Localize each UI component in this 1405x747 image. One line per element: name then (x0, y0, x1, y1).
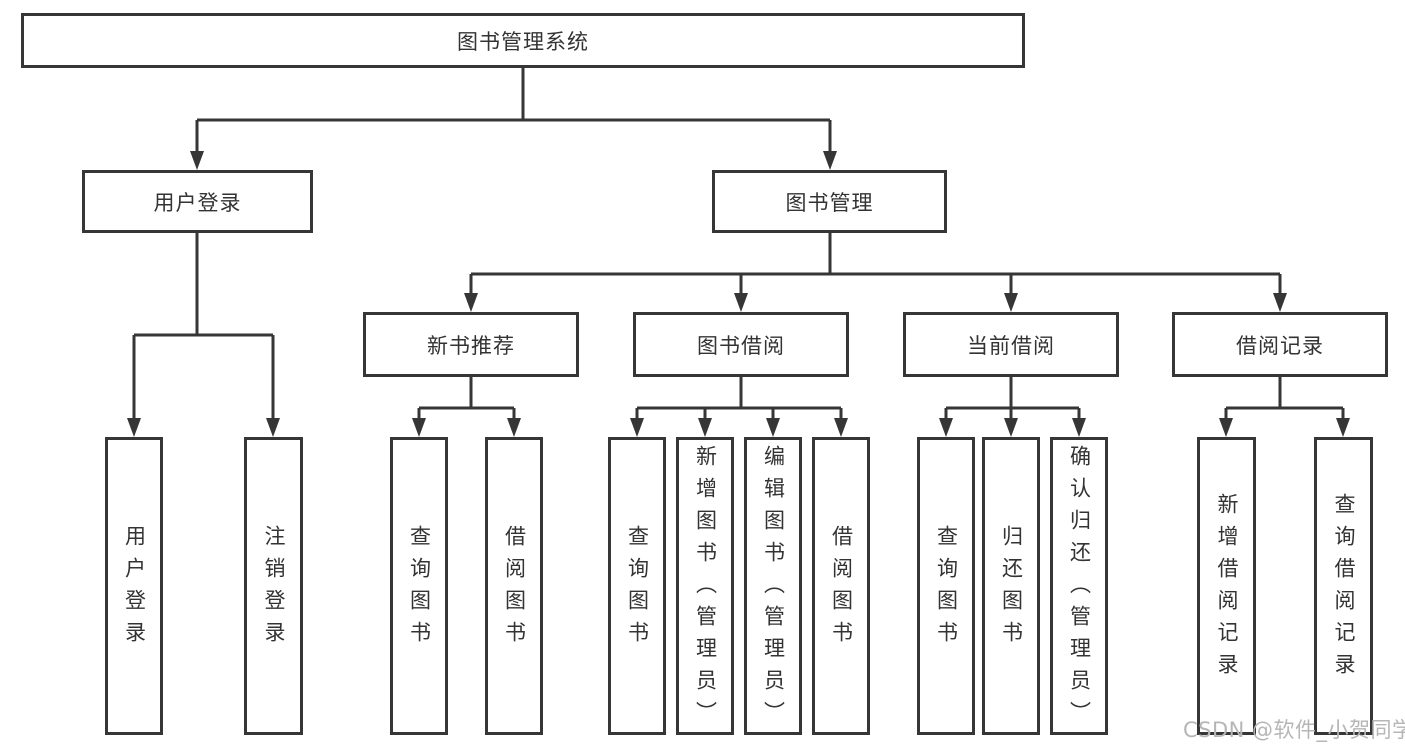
node-book-borrowing: 图书借阅 (633, 312, 849, 377)
node-borrowing-records: 借阅记录 (1172, 312, 1388, 377)
csdn-watermark: CSDN @软件_小贺同学 (1183, 718, 1405, 742)
leaf-logout: 注销登录 (244, 437, 303, 735)
node-current-borrowing: 当前借阅 (903, 312, 1119, 377)
node-new-book-recommendation: 新书推荐 (363, 312, 579, 377)
leaf-records-add-record: 新增借阅记录 (1197, 437, 1256, 735)
leaf-borrow-borrow-books: 借阅图书 (812, 437, 870, 735)
leaf-current-return-books: 归还图书 (982, 437, 1040, 735)
leaf-current-query-books: 查询图书 (917, 437, 975, 735)
node-book-management: 图书管理 (712, 170, 947, 233)
leaf-rec-query-books: 查询图书 (390, 437, 448, 735)
leaf-borrow-edit-books-admin: 编辑图书（管理员） (744, 437, 802, 735)
node-library-management-system: 图书管理系统 (21, 13, 1025, 68)
node-user-login: 用户登录 (82, 170, 313, 233)
leaf-borrow-add-books-admin: 新增图书（管理员） (676, 437, 734, 735)
leaf-rec-borrow-books: 借阅图书 (485, 437, 543, 735)
leaf-current-confirm-return-admin: 确认归还（管理员） (1050, 437, 1108, 735)
leaf-records-query-record: 查询借阅记录 (1314, 437, 1373, 735)
leaf-borrow-query-books: 查询图书 (608, 437, 666, 735)
leaf-user-login: 用户登录 (105, 437, 163, 735)
